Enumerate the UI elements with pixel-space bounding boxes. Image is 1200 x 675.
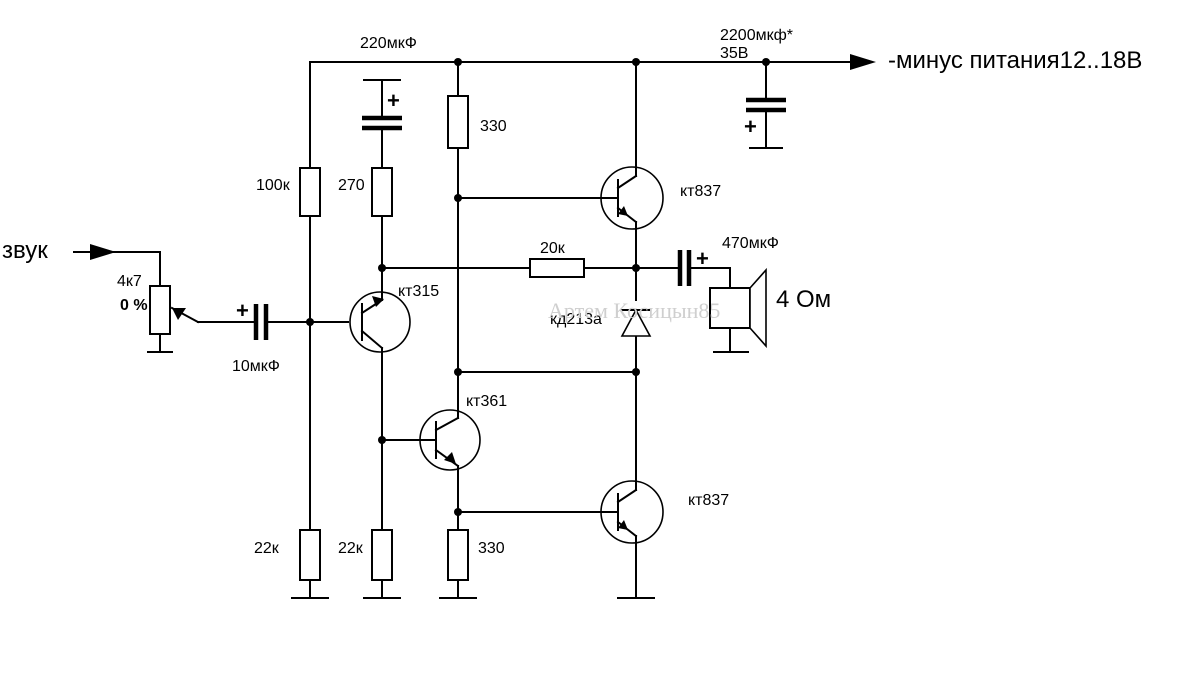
speaker: [709, 267, 767, 349]
capacitors: [253, 79, 786, 340]
pot-wiper-arrow: [172, 308, 186, 320]
plus-10uf: +: [236, 298, 249, 323]
q2-label: кт361: [466, 393, 507, 410]
input-label: звук: [2, 237, 48, 264]
r-330-top-label: 330: [480, 118, 507, 135]
resistor-20k: [529, 258, 585, 278]
resistor-330-bottom: [447, 529, 469, 581]
capacitor-470uf: [677, 250, 692, 286]
resistor-100k: [299, 167, 321, 217]
r-20k-label: 20к: [540, 240, 566, 257]
q4-label: кт837: [688, 492, 729, 509]
plus-220uf: +: [387, 88, 400, 113]
capacitor-220uf: [362, 79, 402, 131]
resistor-22k-left: [299, 529, 321, 581]
labels: звук -минус питания12..18В 4к7 0 % 10мкФ…: [2, 27, 1142, 557]
input-arrow: [90, 244, 116, 260]
plus-470uf: +: [696, 246, 709, 271]
potentiometer: [149, 285, 171, 335]
arrows: [90, 54, 876, 320]
power-label: -минус питания12..18В: [888, 47, 1142, 74]
c-output-label: 470мкФ: [722, 235, 779, 252]
power-arrow: [850, 54, 876, 70]
transistor-kt315: [349, 291, 411, 353]
c-filter-voltage-label: 35В: [720, 45, 748, 62]
diode-label: кд213а: [550, 311, 602, 328]
capacitor-2200uf: [746, 97, 786, 113]
watermark: Артем Косицын85: [548, 298, 720, 323]
c-input-label: 10мкФ: [232, 358, 280, 375]
speaker-label: 4 Ом: [776, 286, 831, 313]
polarity-marks: + + + +: [236, 88, 757, 323]
transistor-kt837-bottom: [599, 480, 664, 544]
pot-setting-label: 0 %: [120, 297, 148, 314]
transistors: [349, 166, 664, 544]
c-filter-value-label: 2200мкф*: [720, 27, 793, 44]
q3-label: кт837: [680, 183, 721, 200]
transistor-kt837-top: [599, 166, 664, 230]
transistor-kt361: [417, 409, 481, 471]
r-100k-label: 100к: [256, 177, 291, 194]
capacitor-10uf: [253, 304, 269, 340]
wires: [73, 61, 856, 599]
resistor-330-top: [447, 95, 469, 149]
r-270-label: 270: [338, 177, 365, 194]
r-330-bottom-label: 330: [478, 540, 505, 557]
ground-symbols: [291, 579, 655, 599]
r-22k-left-label: 22к: [254, 540, 280, 557]
diode-kd213a: [620, 308, 652, 337]
resistor-22k-mid: [371, 529, 393, 581]
resistor-270: [371, 167, 393, 217]
pot-label: 4к7: [117, 273, 142, 290]
resistors: [149, 95, 585, 581]
plus-2200uf: +: [744, 114, 757, 139]
c-top-label: 220мкФ: [360, 35, 417, 52]
junction-dots: [306, 58, 770, 516]
r-22k-mid-label: 22к: [338, 540, 364, 557]
q1-label: кт315: [398, 283, 439, 300]
